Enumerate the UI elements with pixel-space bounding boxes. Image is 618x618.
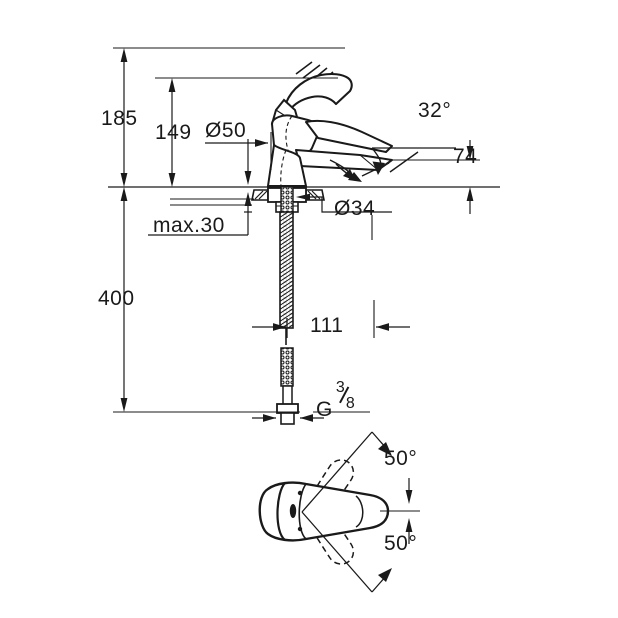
dimension-185 xyxy=(113,47,345,187)
g38-numerator: 3 xyxy=(335,379,346,396)
threaded-shank xyxy=(280,185,294,215)
dimension-400 xyxy=(113,187,300,413)
dimension-label-111: 111 xyxy=(310,314,344,337)
dimension-149 xyxy=(155,77,338,187)
dimension-g38 xyxy=(252,411,370,422)
dimension-label-diameter-34: Ø34 xyxy=(334,197,376,220)
lever-handle xyxy=(284,72,353,112)
dimension-label-400: 400 xyxy=(98,287,135,310)
dimension-label-max-30: max.30 xyxy=(153,214,225,237)
flexible-hose-upper xyxy=(279,211,294,345)
flexible-hose-lower xyxy=(280,347,294,407)
spout-tip-leader xyxy=(335,163,362,182)
dimension-max-30 xyxy=(148,192,254,236)
dimension-label-diameter-50: Ø50 xyxy=(205,119,247,142)
dimension-label-swivel-upper: 50° xyxy=(384,447,418,470)
lever-plan-body xyxy=(258,481,390,542)
angle-arm-upper xyxy=(301,431,392,513)
faucet-side-elevation xyxy=(251,61,393,425)
dimension-label-swivel-lower: 50° xyxy=(384,532,418,555)
dimension-diameter-34 xyxy=(296,193,392,240)
dimension-111 xyxy=(252,300,410,338)
g38-prefix: G xyxy=(316,398,333,421)
hose-end-fitting xyxy=(276,403,299,425)
angle-arm-lower xyxy=(301,511,392,593)
dimension-label-angle-32: 32° xyxy=(418,99,452,122)
dimension-label-185: 185 xyxy=(101,107,138,130)
dimension-74 xyxy=(392,140,480,214)
dimension-label-149: 149 xyxy=(155,121,192,144)
dimension-diameter-50 xyxy=(205,132,272,185)
mixer-body-column xyxy=(266,143,308,187)
spout-upper xyxy=(305,119,393,153)
lever-plan-view xyxy=(258,431,420,593)
angle-extension-ticks xyxy=(405,478,413,544)
g38-denominator: 8 xyxy=(345,395,356,412)
dimension-label-74: 74 xyxy=(453,145,478,168)
